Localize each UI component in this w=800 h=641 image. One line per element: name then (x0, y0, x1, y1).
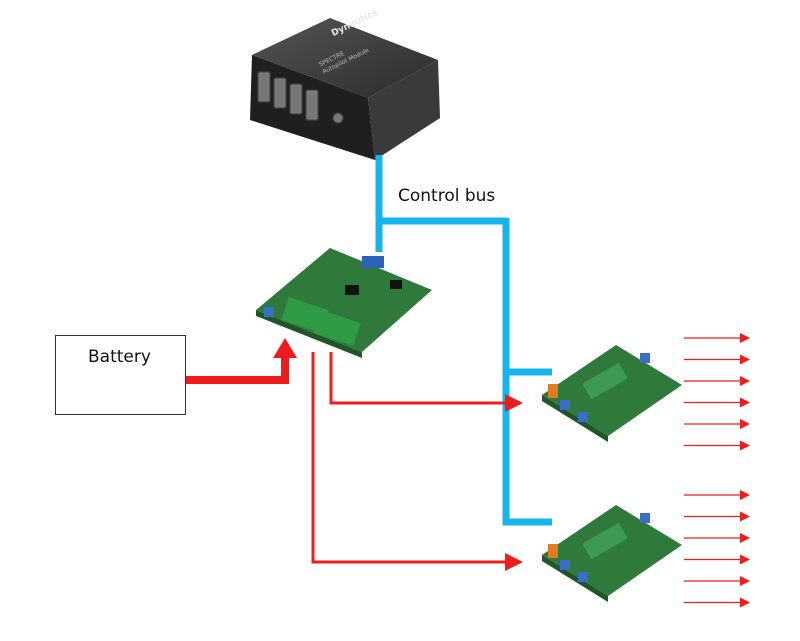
battery-feed (186, 338, 297, 384)
output-arrow-head (740, 597, 750, 608)
output-arrow-head (740, 376, 750, 386)
output-arrow-head (740, 419, 750, 429)
control-bus (375, 155, 552, 526)
output-arrow-head (740, 490, 750, 500)
output-board-1 (542, 345, 682, 442)
autopilot-module (250, 18, 440, 160)
battery-label: Battery (88, 347, 151, 367)
connector-row (257, 71, 344, 124)
output-arrow-head (740, 511, 750, 522)
output-board-2 (542, 505, 682, 602)
main-controller-board (256, 248, 432, 358)
board-1-output-arrows (684, 333, 750, 451)
output-arrow-head (740, 533, 750, 543)
board-2-output-arrows (684, 490, 750, 608)
battery-box (55, 335, 186, 415)
control-bus-label: Control bus (398, 186, 496, 206)
output-arrow-head (740, 354, 750, 365)
power-lines (311, 352, 523, 571)
output-arrow-head (740, 397, 750, 408)
output-arrow-head (740, 333, 750, 343)
output-arrow-head (740, 576, 750, 586)
output-arrow-head (740, 440, 750, 451)
output-arrow-head (740, 554, 750, 565)
